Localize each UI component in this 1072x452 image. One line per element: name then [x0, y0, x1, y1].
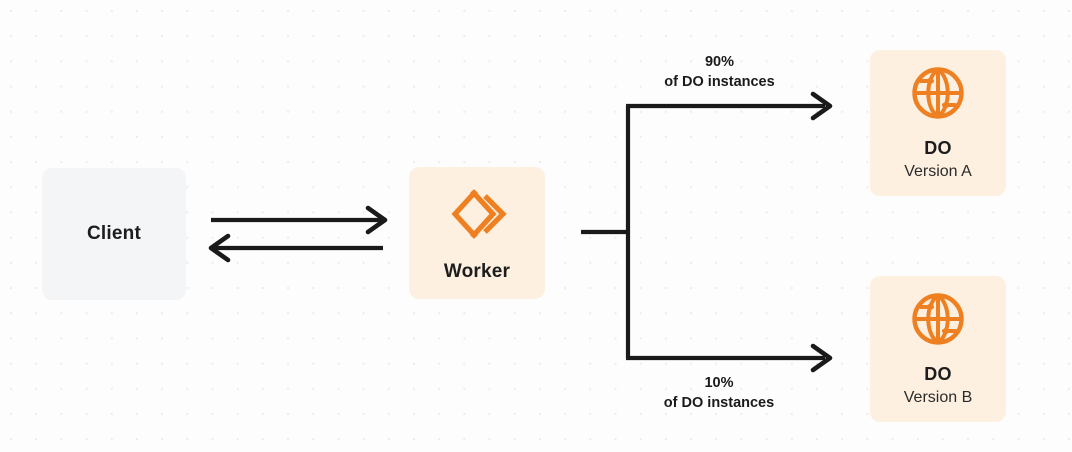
edge-label-do-b: 10% of DO instances — [608, 373, 830, 413]
node-client[interactable]: Client — [42, 168, 186, 300]
node-do-b-label: DO — [924, 363, 952, 384]
durable-object-globe-icon — [909, 290, 967, 353]
node-do-b-sublabel: Version B — [903, 388, 973, 406]
durable-object-globe-icon — [909, 64, 967, 127]
edge-label-do-a-percent: 90% — [704, 54, 735, 70]
edge-label-do-b-description: of DO instances — [663, 395, 775, 411]
node-worker[interactable]: Worker — [409, 167, 545, 299]
node-worker-label: Worker — [443, 261, 511, 283]
node-client-label: Client — [87, 222, 141, 244]
edge-client-worker — [205, 200, 395, 266]
node-do-version-b[interactable]: DO Version B — [870, 276, 1006, 422]
node-do-version-a[interactable]: DO Version A — [870, 50, 1006, 196]
cloudflare-workers-icon — [446, 183, 508, 250]
edge-worker-to-durable-objects — [575, 91, 855, 380]
edge-label-do-a: 90% of DO instances — [612, 52, 827, 92]
arrow-worker-to-client — [208, 233, 383, 263]
edge-label-do-a-description: of DO instances — [664, 74, 775, 90]
edge-label-do-b-percent: 10% — [704, 375, 734, 391]
node-do-a-label: DO — [924, 137, 952, 158]
arrow-to-do-a — [626, 91, 833, 121]
arrow-client-to-worker — [211, 205, 388, 235]
node-do-a-sublabel: Version A — [904, 162, 972, 180]
arrow-to-do-b — [626, 343, 833, 373]
